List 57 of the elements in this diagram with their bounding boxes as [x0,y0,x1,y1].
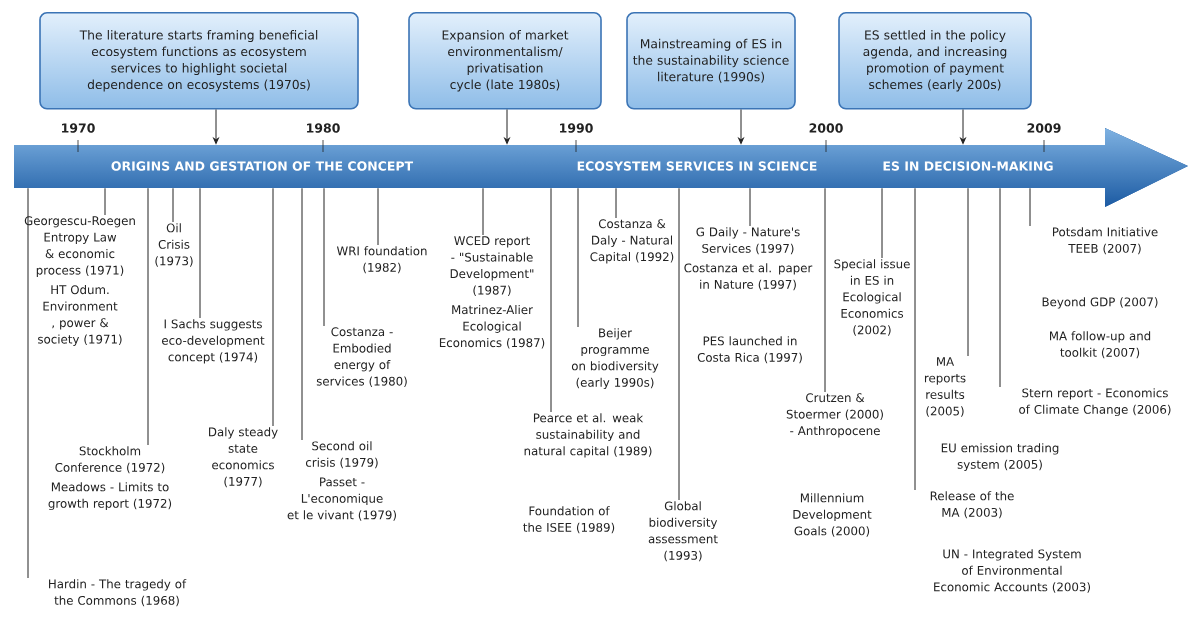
event-text: WCED report - "Sustainable Development" (1987) Matrinez-Alier Ecological Economics (1987) [439,236,545,349]
callout-box: The literature starts framing beneficial ecosystem functions as ecosystem services to highlight societal dependence on ecosystems (1970s) [39,12,359,110]
event-text: UN - Integrated System of Environmental Economic Accounts (2003) [934,549,1090,593]
leader-line [272,187,274,427]
event-text: Global biodiversity assessment (1993) [648,501,718,562]
leader-line [678,187,680,501]
event-text: MA reports results (2005) [925,357,966,417]
event-text: Costanza & Daly - Natural Capital (1992) [590,219,674,264]
leader-line [749,187,751,227]
event-text: Stockholm Conference (1972) Meadows - Limits to growth report (1972) [48,446,172,511]
leader-line [999,187,1001,388]
leader-line [1029,187,1031,227]
event-text: Potsdam Initiative TEEB (2007) [1053,227,1158,255]
leader-line [577,187,579,328]
leader-line [967,187,969,357]
event-text: Release of the MA (2003) [930,491,1014,519]
event-text: Special issue in ES in Ecological Economics (2002) [834,259,910,336]
event-text: Georgescu-Roegen Entropy Law & economic process (1971) HT Odum. Environment , power & society (1971) [24,216,135,346]
event-text: EU emission trading system (2005) [941,443,1059,472]
leader-line [323,187,325,327]
leader-line [27,187,29,579]
arrow [738,109,744,145]
event-text: Oil Crisis (1973) [155,223,193,267]
leader-line [482,187,484,236]
event-text: Stern report - Economics of Climate Change (2006) [1019,388,1171,417]
event-text: WRI foundation (1982) [336,246,427,274]
event-text: Pearce et al. weak sustainability and natural capital (1989) [524,413,652,458]
leader-line [172,187,174,223]
callout-box: Mainstreaming of ES in the sustainability science literature (1990s) [626,12,796,110]
arrow [213,109,219,145]
event-text: Costanza - Embodied energy of services (1980) [316,327,407,387]
event-text: Beyond GDP (2007) [1042,297,1158,309]
leader-line [377,187,379,246]
event-text: Crutzen & Stoermer (2000) - Anthropocene [786,393,883,438]
event-text: Daly steady state economics (1977) [209,427,278,488]
event-text: PES launched in Costa Rica (1997) [697,336,802,364]
leader-line [199,187,201,319]
event-text: Beijer programme on biodiversity (early 1990s) [571,328,659,390]
leader-line [104,187,106,216]
leader-line [824,187,826,393]
event-text: G Daily - Nature's Services (1997) Costanza et al. paper in Nature (1997) [684,227,813,291]
event-text: I Sachs suggests eco-development concept (1974) [162,319,265,364]
event-text: Second oil crisis (1979) Passet - L'economique et le vivant (1979) [287,441,396,521]
leader-line [550,187,552,413]
leader-line [301,187,303,441]
leader-line [881,187,883,259]
leader-line [914,187,916,491]
arrow [960,109,966,145]
leader-line [147,187,149,446]
arrow [504,109,510,145]
callout-box: Expansion of market environmentalism/ privatisation cycle (late 1980s) [408,12,602,110]
event-text: Hardin - The tragedy of the Commons (1968) [49,579,187,607]
callout-box: ES settled in the policy agenda, and increasing promotion of payment schemes (early 200s) [838,12,1032,110]
leader-line [615,187,617,219]
event-text: Foundation of the ISEE (1989) [523,506,615,534]
event-text: MA follow-up and toolkit (2007) [1050,331,1151,359]
event-text: Millennium Development Goals (2000) [793,493,872,537]
